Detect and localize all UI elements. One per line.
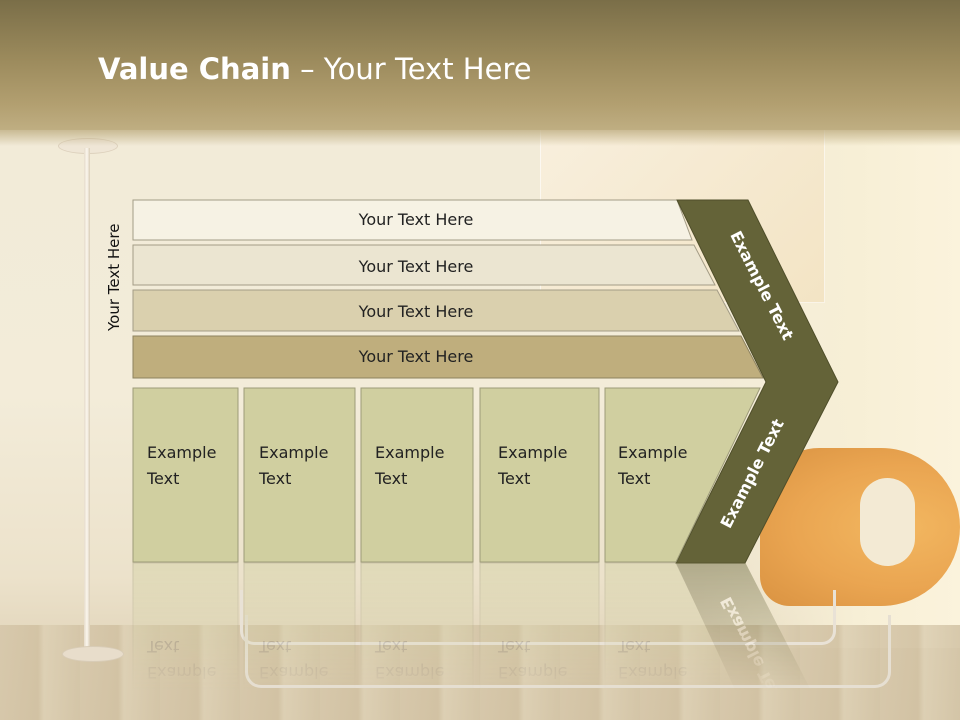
example-box-3[interactable] xyxy=(360,387,474,563)
band-1-shape[interactable] xyxy=(132,199,693,241)
example-box-2[interactable] xyxy=(243,387,356,563)
header-band xyxy=(0,0,960,146)
example-box-1-line1: Example xyxy=(147,443,216,462)
example-box-4[interactable] xyxy=(479,387,600,563)
reflection-box-5-line2: Text xyxy=(617,637,650,656)
example-box-4-line1: Example xyxy=(498,443,567,462)
reflection-box-4-line1: Example xyxy=(498,663,567,682)
example-box-4-line2: Text xyxy=(497,469,530,488)
reflection-box-1-line2: Text xyxy=(146,637,179,656)
reflection-box-3 xyxy=(360,562,474,720)
band-3-shape[interactable] xyxy=(132,289,740,332)
example-box-2-line2: Text xyxy=(258,469,291,488)
reflection-box-5-line1: Example xyxy=(618,663,687,682)
reflection-box-3-line1: Example xyxy=(375,663,444,682)
reflection-box-4 xyxy=(479,562,600,720)
background-sofa-opening xyxy=(860,478,915,566)
reflection-chevron xyxy=(676,562,827,720)
title-rest: – Your Text Here xyxy=(290,52,532,86)
reflection-box-2-line2: Text xyxy=(258,637,291,656)
example-box-1-line2: Text xyxy=(146,469,179,488)
band-4-label: Your Text Here xyxy=(358,347,474,366)
floor-lamp-pole xyxy=(84,148,90,658)
reflection-box-2 xyxy=(243,562,356,720)
title-bold: Value Chain xyxy=(98,52,291,86)
example-box-3-line1: Example xyxy=(375,443,444,462)
example-box-5-line2: Text xyxy=(617,469,650,488)
reflection-box-3-line2: Text xyxy=(374,637,407,656)
band-3-label: Your Text Here xyxy=(358,302,474,321)
boxes-group: Example Text Example Text Example Text E… xyxy=(132,387,761,563)
bands-group: Your Text Here Your Text Here Your Text … xyxy=(132,199,764,379)
slide-title[interactable]: Value Chain – Your Text Here xyxy=(98,52,532,86)
reflection-box-4-line2: Text xyxy=(497,637,530,656)
band-2-shape[interactable] xyxy=(132,244,716,286)
example-box-3-line2: Text xyxy=(374,469,407,488)
reflection-box-2-line1: Example xyxy=(259,663,328,682)
example-box-5-line1: Example xyxy=(618,443,687,462)
band-1-label: Your Text Here xyxy=(358,210,474,229)
floor-lamp-base xyxy=(62,646,124,662)
band-2-label: Your Text Here xyxy=(358,257,474,276)
band-4-shape[interactable] xyxy=(132,335,764,379)
example-box-1[interactable] xyxy=(132,387,239,563)
diagram-reflection: Example Text Example Text Example Text E… xyxy=(132,562,827,720)
reflection-box-1 xyxy=(132,562,239,720)
example-box-2-line1: Example xyxy=(259,443,328,462)
reflection-box-1-line1: Example xyxy=(147,663,216,682)
